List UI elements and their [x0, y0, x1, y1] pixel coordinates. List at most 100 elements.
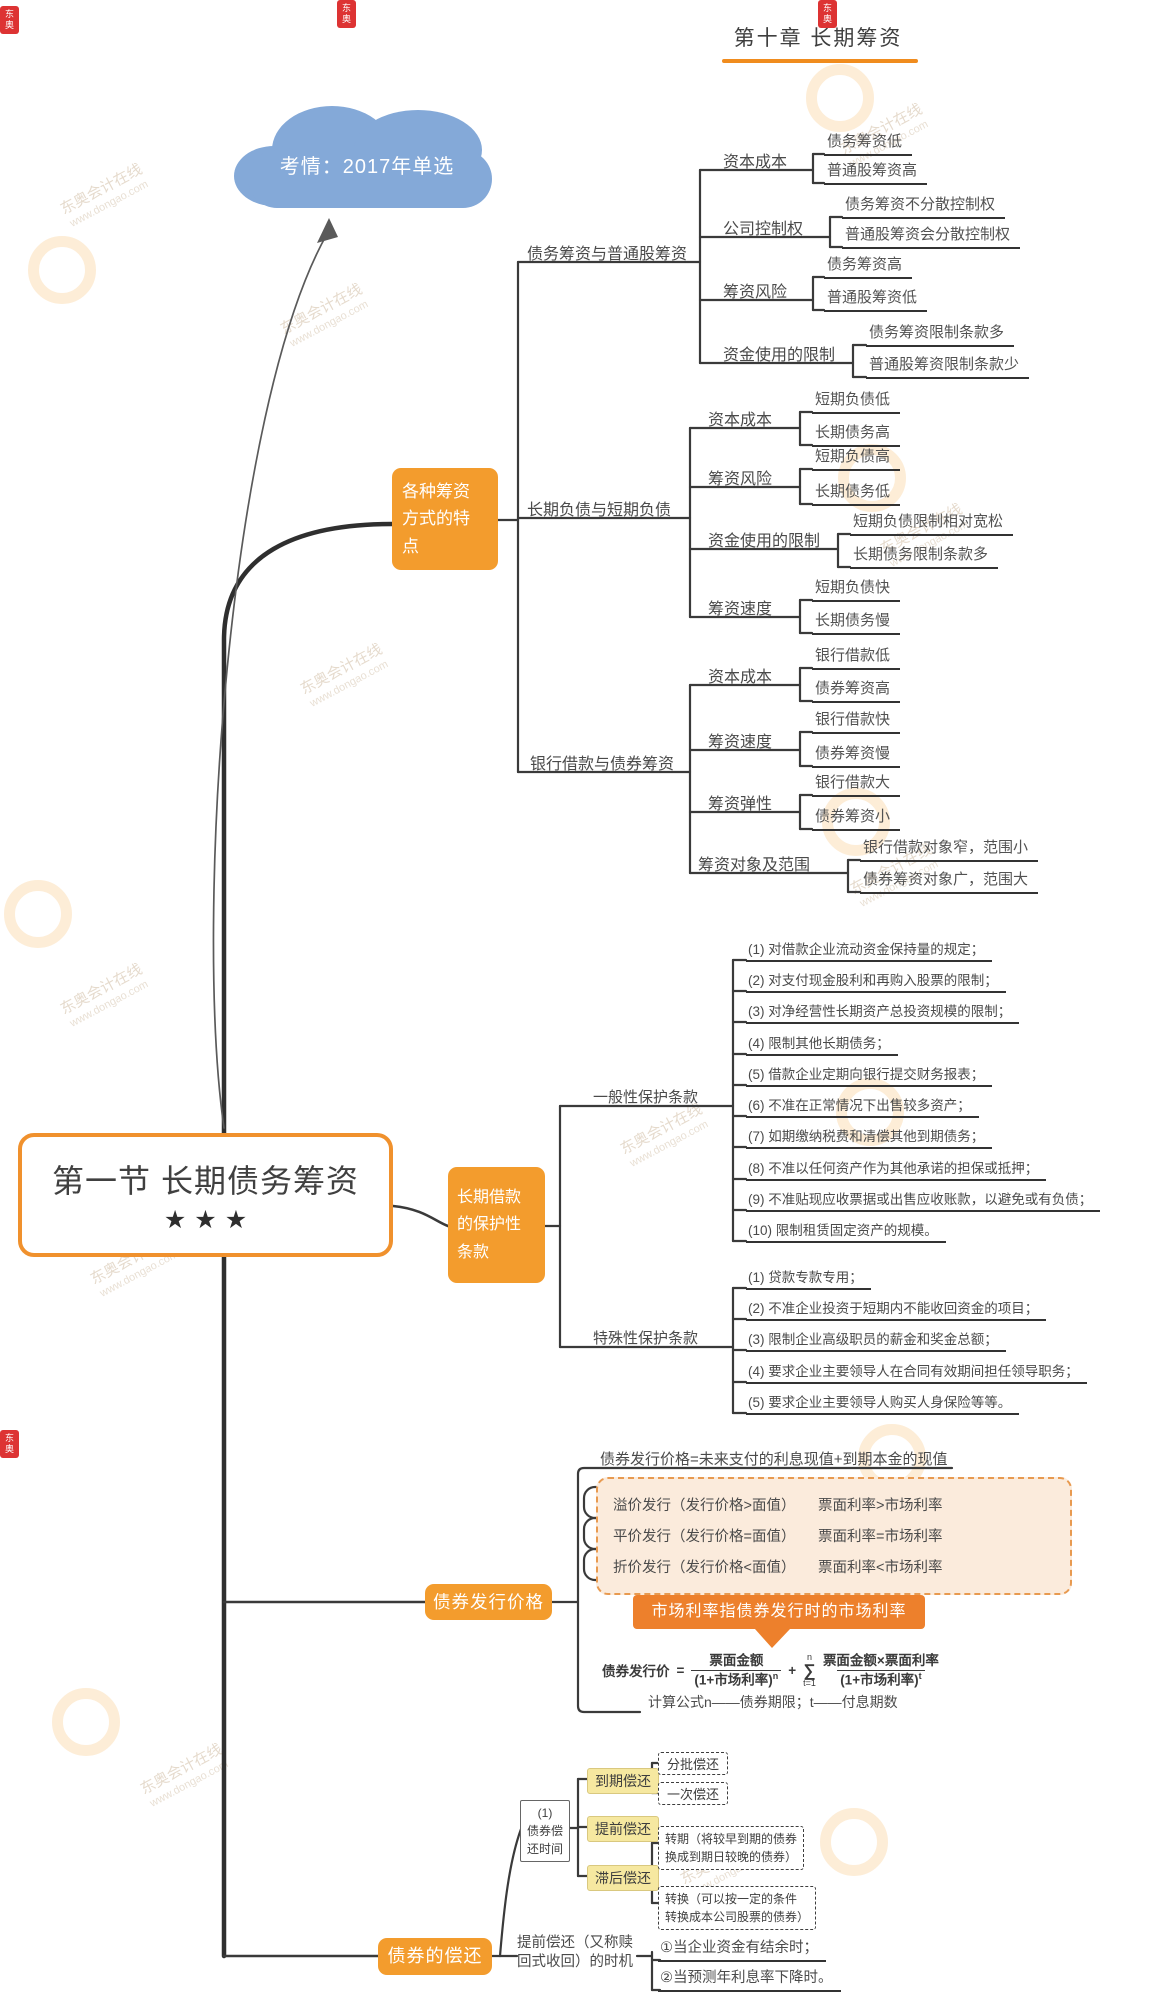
- clause-item[interactable]: (7) 如期缴纳税费和清偿其他到期债务；: [746, 1128, 993, 1149]
- option-early-repay[interactable]: 提前偿还: [587, 1816, 659, 1842]
- repayment-time-box[interactable]: (1) 债券偿 还时间: [520, 1800, 570, 1862]
- leaf-node[interactable]: 长期债务限制条款多: [850, 546, 999, 569]
- clause-item[interactable]: (6) 不准在正常情况下出售较多资产；: [746, 1097, 979, 1118]
- general-clauses-label[interactable]: 一般性保护条款: [593, 1089, 699, 1106]
- row-label[interactable]: 资本成本: [723, 154, 788, 171]
- premium-issue-right: 票面利率>市场利率: [818, 1498, 943, 1514]
- row-label[interactable]: 筹资弹性: [708, 796, 773, 813]
- special-clauses-label[interactable]: 特殊性保护条款: [593, 1330, 699, 1347]
- formula-note: 计算公式n——债券期限；t——付息期数: [648, 1694, 898, 1710]
- issue-price-panel: [596, 1477, 1072, 1595]
- leaf-node[interactable]: 长期债务高: [812, 424, 901, 447]
- row-label[interactable]: 筹资对象及范围: [698, 857, 811, 874]
- main-topic-title: 第一节 长期债务筹资: [52, 1162, 359, 1199]
- timing-item[interactable]: ①当企业资金有结余时；: [658, 1939, 826, 1962]
- cloud-icon: [234, 106, 492, 208]
- batch-repay-node[interactable]: 分批偿还: [658, 1752, 729, 1775]
- clause-item[interactable]: (9) 不准贴现应收票据或出售应收账款，以避免或有负债；: [746, 1191, 1101, 1212]
- clause-item[interactable]: (4) 限制其他长期债务；: [746, 1035, 898, 1056]
- formula-fraction: 票面金额×票面利率 (1+市场利率)t: [822, 1653, 939, 1688]
- clause-item[interactable]: (8) 不准以任何资产作为其他承诺的担保或抵押；: [746, 1160, 1047, 1181]
- leaf-node[interactable]: 银行借款大: [812, 774, 901, 797]
- leaf-node[interactable]: 银行借款对象窄，范围小: [860, 839, 1039, 862]
- convert-node[interactable]: 转换（可以按一定的条件 转换成本公司股票的债券）: [658, 1886, 817, 1930]
- clause-item[interactable]: (5) 要求企业主要领导人购买人身保险等等。: [746, 1394, 1020, 1415]
- timing-item[interactable]: ②当预测年利息率下降时。: [658, 1969, 841, 1992]
- leaf-node[interactable]: 债务筹资低: [824, 133, 913, 156]
- watermark-logo-icon: [806, 64, 874, 132]
- row-label[interactable]: 筹资风险: [723, 284, 788, 301]
- group-longterm-vs-shortterm[interactable]: 长期负债与短期负债: [527, 502, 672, 519]
- leaf-node[interactable]: 长期债务低: [812, 483, 901, 506]
- leaf-node[interactable]: 债务筹资高: [824, 256, 913, 279]
- leaf-node[interactable]: 普通股筹资低: [824, 289, 928, 312]
- dongao-badge-icon: 东奥: [0, 6, 19, 34]
- group-debt-vs-common-stock[interactable]: 债务筹资与普通股筹资: [527, 246, 688, 263]
- leaf-node[interactable]: 短期负债高: [812, 448, 901, 471]
- early-repay-timing-label[interactable]: 提前偿还（又称赎 回式收回）的时机: [517, 1935, 633, 1971]
- leaf-node[interactable]: 债务筹资限制条款多: [866, 324, 1015, 347]
- spine-line: [221, 521, 395, 1959]
- par-issue-left: 平价发行（发行价格=面值）: [613, 1529, 796, 1545]
- row-label[interactable]: 公司控制权: [723, 221, 804, 238]
- row-label[interactable]: 资金使用的限制: [723, 347, 836, 364]
- chapter-title-underline: [722, 59, 918, 63]
- branch-financing-features[interactable]: 各种筹资 方式的特 点: [392, 468, 498, 570]
- discount-issue-left: 折价发行（发行价格<面值）: [613, 1560, 796, 1576]
- sigma-icon: n ∑ t=1: [803, 1651, 816, 1688]
- leaf-node[interactable]: 债券筹资高: [812, 680, 901, 703]
- branch-bond-repayment[interactable]: 债券的偿还: [378, 1938, 492, 1975]
- row-label[interactable]: 筹资速度: [708, 734, 773, 751]
- option-late-repay[interactable]: 滞后偿还: [587, 1865, 659, 1891]
- clause-item[interactable]: (2) 不准企业投资于短期内不能收回资金的项目；: [746, 1300, 1047, 1321]
- leaf-node[interactable]: 债券筹资小: [812, 808, 901, 831]
- leaf-node[interactable]: 银行借款快: [812, 711, 901, 734]
- clause-item[interactable]: (1) 贷款专款专用；: [746, 1269, 871, 1290]
- row-label[interactable]: 资本成本: [708, 412, 773, 429]
- row-label[interactable]: 筹资风险: [708, 471, 773, 488]
- watermark-logo-icon: [838, 444, 906, 512]
- option-maturity-repay[interactable]: 到期偿还: [587, 1768, 659, 1794]
- leaf-node[interactable]: 普通股筹资限制条款少: [866, 356, 1030, 379]
- row-label[interactable]: 资本成本: [708, 669, 773, 686]
- leaf-node[interactable]: 短期负债快: [812, 579, 901, 602]
- rollover-node[interactable]: 转期（将较早到期的债券 换成到期日较晚的债券）: [658, 1826, 805, 1870]
- watermark-logo-icon: [28, 236, 96, 304]
- watermark-logo-icon: [822, 788, 890, 856]
- leaf-node[interactable]: 短期负债限制相对宽松: [850, 513, 1014, 536]
- formula-fraction: 票面金额 (1+市场利率)n: [691, 1652, 782, 1689]
- leaf-node[interactable]: 债券筹资慢: [812, 745, 901, 768]
- branch-protective-clauses[interactable]: 长期借款 的保护性 条款: [448, 1167, 545, 1283]
- clause-item[interactable]: (1) 对借款企业流动资金保持量的规定；: [746, 941, 993, 962]
- leaf-node[interactable]: 普通股筹资会分散控制权: [842, 226, 1021, 249]
- clause-item[interactable]: (4) 要求企业主要领导人在合同有效期间担任领导职务；: [746, 1363, 1087, 1384]
- row-label[interactable]: 资金使用的限制: [708, 533, 821, 550]
- formula-lhs: 债券发行价: [602, 1664, 670, 1680]
- branch-bond-issue-price[interactable]: 债券发行价格: [425, 1584, 552, 1620]
- leaf-node[interactable]: 普通股筹资高: [824, 162, 928, 185]
- leaf-node[interactable]: 债券筹资对象广，范围大: [860, 871, 1039, 894]
- group-bank-loan-vs-bond[interactable]: 银行借款与债券筹资: [530, 756, 675, 773]
- clause-item[interactable]: (2) 对支付现金股利和再购入股票的限制；: [746, 972, 1006, 993]
- leaf-node[interactable]: 银行借款低: [812, 647, 901, 670]
- dongao-badge-icon: 东奥: [337, 0, 356, 28]
- leaf-node[interactable]: 短期负债低: [812, 391, 901, 414]
- watermark-logo-icon: [820, 1808, 888, 1876]
- lump-repay-node[interactable]: 一次偿还: [658, 1782, 729, 1805]
- clause-item[interactable]: (3) 限制企业高级职员的薪金和奖金总额；: [746, 1331, 1006, 1352]
- market-rate-callout: 市场利率指债券发行时的市场利率: [633, 1595, 925, 1629]
- leaf-node[interactable]: 债务筹资不分散控制权: [842, 196, 1006, 219]
- premium-issue-left: 溢价发行（发行价格>面值）: [613, 1498, 796, 1514]
- clause-item[interactable]: (5) 借款企业定期向银行提交财务报表；: [746, 1066, 993, 1087]
- row-label[interactable]: 筹资速度: [708, 601, 773, 618]
- watermark-logo-icon: [52, 1688, 120, 1756]
- discount-issue-right: 票面利率<市场利率: [818, 1560, 943, 1576]
- dongao-badge-icon: 东奥: [0, 1430, 19, 1458]
- exam-note-cloud[interactable]: 考情：2017年单选: [228, 98, 506, 216]
- bond-price-equation: 债券发行价格=未来支付的利息现值+到期本金的现值: [600, 1451, 948, 1468]
- leaf-node[interactable]: 长期债务慢: [812, 612, 901, 635]
- clause-item[interactable]: (3) 对净经营性长期资产总投资规模的限制；: [746, 1003, 1020, 1024]
- main-topic-node[interactable]: 第一节 长期债务筹资 ★★★: [18, 1133, 393, 1257]
- clause-item[interactable]: (10) 限制租赁固定资产的规模。: [746, 1222, 946, 1243]
- bond-price-formula: 债券发行价 = 票面金额 (1+市场利率)n + n ∑ t=1 票面金额×票面…: [602, 1651, 939, 1689]
